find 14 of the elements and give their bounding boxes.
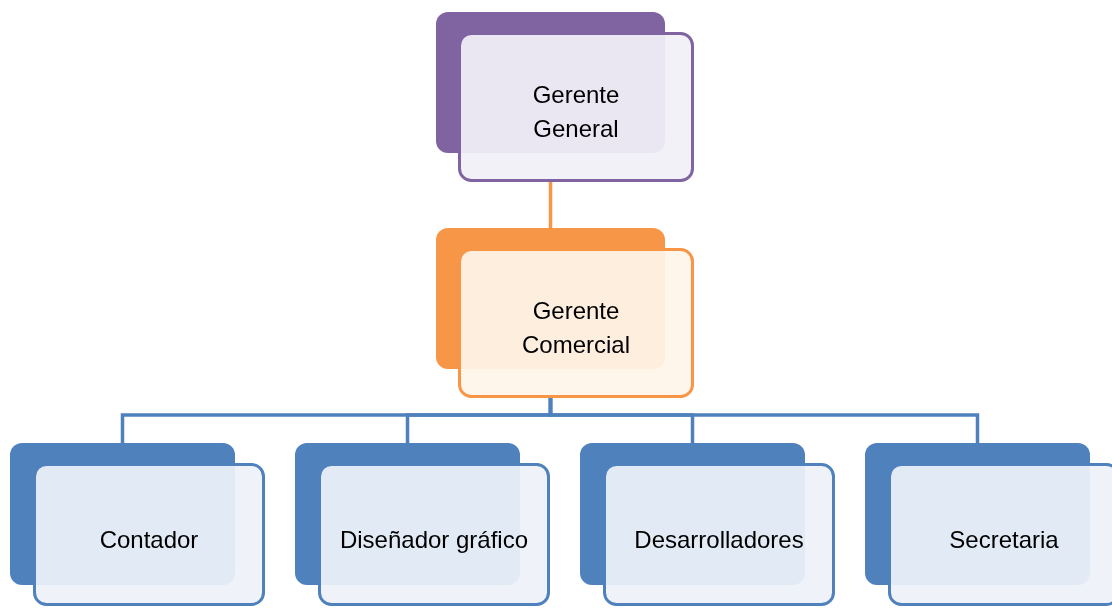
position-title: Gerente Comercial [521, 296, 631, 360]
position-title: Gerente General [531, 80, 621, 144]
position-card [865, 443, 1112, 608]
position-title: Diseñador gráfico [339, 524, 529, 555]
position-card [436, 12, 694, 182]
position-card [10, 443, 266, 608]
position-card [580, 443, 836, 608]
position-title: Desarrolladores [634, 524, 804, 555]
position-title: Secretaria [949, 524, 1059, 555]
position-card [436, 228, 694, 398]
connector-line [548, 182, 553, 228]
connector-line [548, 398, 980, 443]
position-title: Contador [99, 524, 199, 555]
position-card [295, 443, 551, 608]
